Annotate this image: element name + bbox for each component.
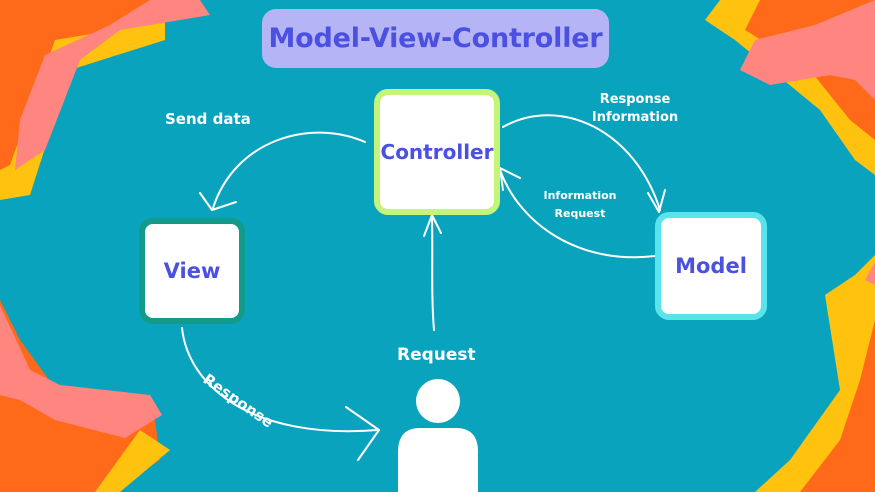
- arrowhead-controller-to-view: [199, 192, 237, 211]
- request-label: Request: [397, 345, 476, 365]
- arrow-view-to-user: [181, 327, 379, 433]
- title-box: Model-View-Controller: [262, 9, 609, 68]
- decor-shape-bottom-right-orange: [800, 320, 875, 492]
- arrowhead-request-to-controller: [423, 214, 442, 237]
- controller-label: Controller: [380, 140, 494, 164]
- arrowhead-model-to-controller: [499, 167, 521, 191]
- response-information-label: Response Information: [590, 91, 680, 127]
- decor-shape-bottom-right-pink: [865, 262, 875, 285]
- arrow-controller-to-view: [212, 131, 366, 209]
- decor-shape-top-left-orange: [0, 0, 150, 170]
- response-information-line2: Information: [591, 110, 679, 125]
- response-information-line1: Response: [599, 92, 671, 107]
- controller-node: Controller: [374, 89, 500, 215]
- arrow-request-to-controller: [431, 214, 435, 331]
- arrowhead-controller-to-model: [647, 189, 666, 213]
- decor-shape-bottom-left-pink: [0, 305, 162, 438]
- arrowhead-view-to-user: [345, 406, 380, 461]
- model-node: Model: [655, 212, 767, 320]
- decor-shape-bottom-left-orange: [0, 300, 160, 492]
- user-icon: [398, 379, 478, 492]
- diagram-title: Model-View-Controller: [268, 23, 603, 54]
- send-data-label: Send data: [165, 110, 251, 128]
- view-label: View: [163, 259, 221, 283]
- request-text: Request: [397, 345, 476, 365]
- view-node: View: [139, 218, 245, 324]
- information-request-line1: Information: [543, 189, 617, 202]
- information-request-line2: Request: [554, 207, 606, 220]
- decor-shape-top-right-pink: [740, 0, 875, 100]
- decor-shape-bottom-left-yellow: [95, 430, 170, 492]
- model-label: Model: [675, 254, 747, 278]
- arrow-controller-to-model: [502, 114, 661, 211]
- send-data-text: Send data: [165, 110, 251, 128]
- decor-shape-top-left-pink: [15, 0, 210, 170]
- arrow-model-to-controller: [499, 169, 656, 259]
- information-request-label: Information Request: [538, 187, 622, 223]
